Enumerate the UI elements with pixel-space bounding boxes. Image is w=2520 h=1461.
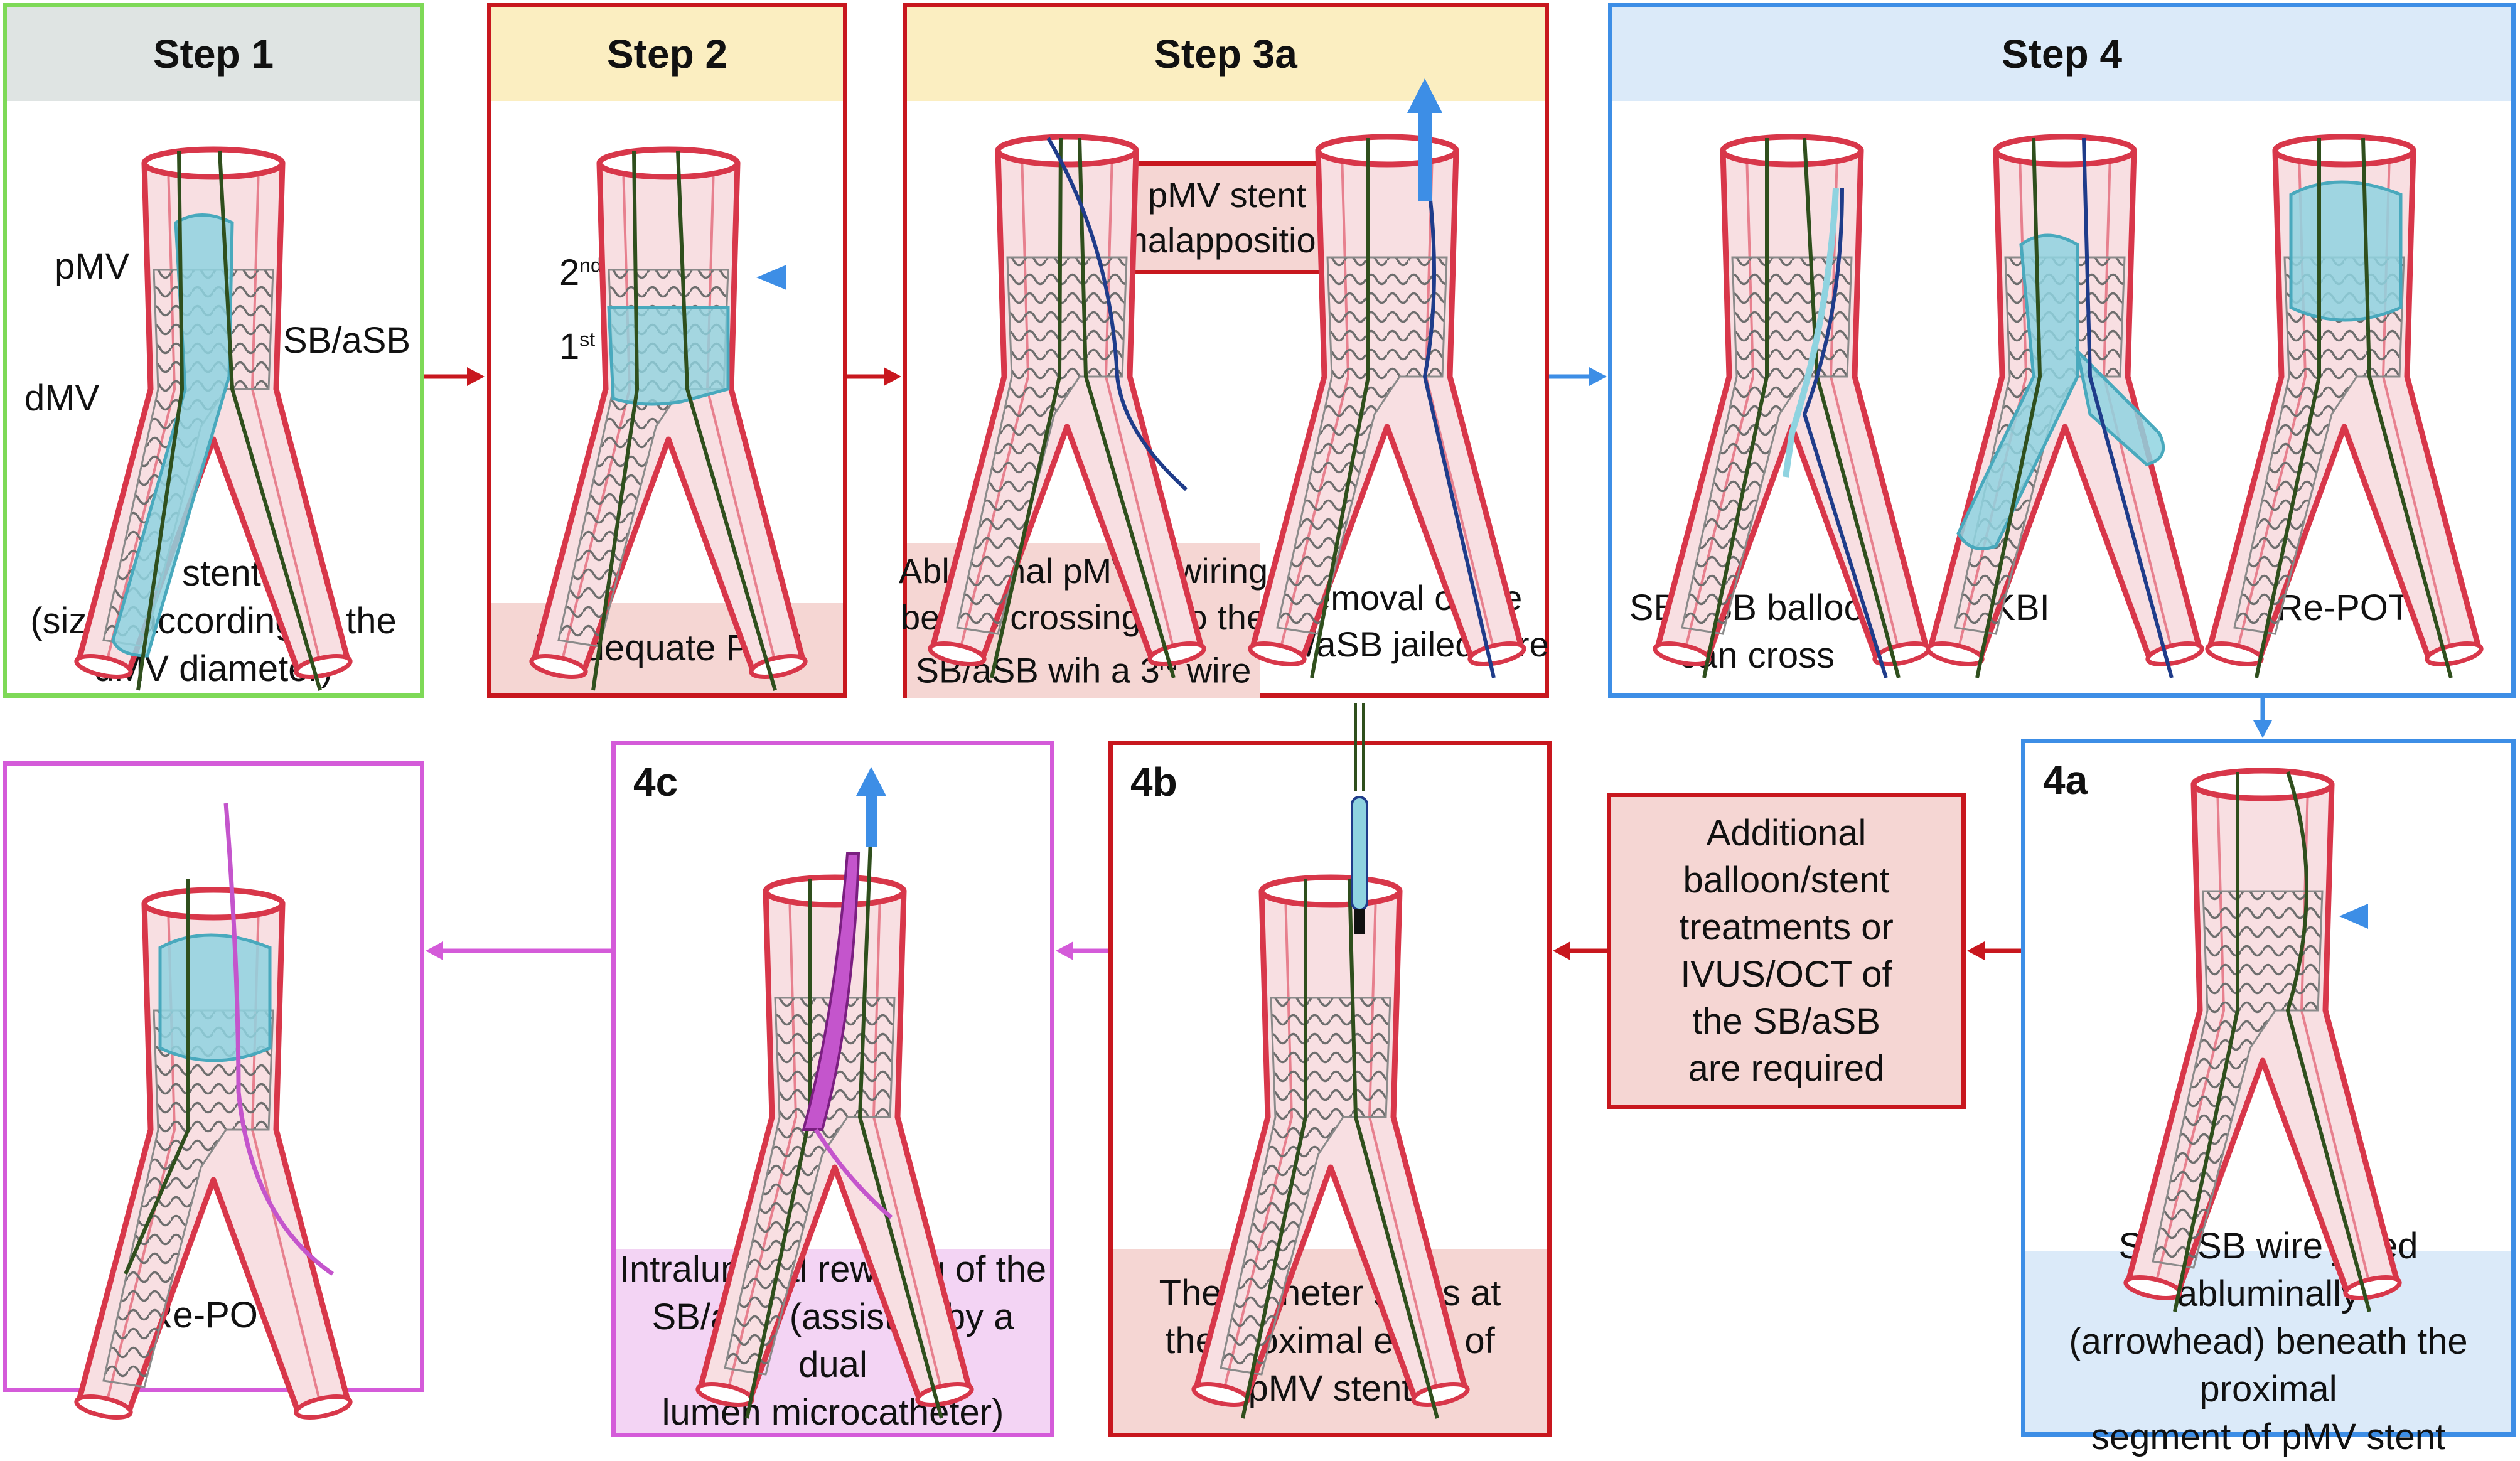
step3a-title: Step 3a	[1154, 31, 1297, 77]
label-2nd-number: 2	[559, 252, 580, 293]
additional-line3: treatments or	[1679, 907, 1894, 948]
label-1st-sup: st	[579, 328, 596, 351]
step1-drawing	[75, 149, 352, 691]
step4b-title: 4b	[1130, 759, 1177, 805]
step4c-caption-line1: Intraluminal rewiring of the	[619, 1248, 1047, 1290]
microcatheter-icon	[1351, 796, 1368, 911]
step4-kbi-drawing	[1926, 137, 2204, 678]
panel-4a: 4a SB/aSB wire jailed abluminally (arrow…	[2021, 739, 2516, 1457]
step4-title: Step 4	[2001, 31, 2123, 77]
panel-step2: Step 2 2nd 1st Inadequate POT	[487, 3, 847, 698]
step4b-caption-line3: pMV stent	[1248, 1367, 1412, 1409]
additional-line4: IVUS/OCT of	[1680, 954, 1892, 995]
additional-line1: Additional	[1706, 813, 1867, 854]
label-dmv: dMV	[24, 378, 100, 419]
label-sb: SB/aSB	[283, 320, 411, 361]
malapposition-line2: malapposition	[1118, 220, 1336, 260]
step3a-right-drawing	[1248, 78, 1526, 678]
step3a-header: Step 3a	[907, 7, 1545, 101]
step2-header: Step 2	[491, 7, 843, 101]
step4a-title: 4a	[2043, 757, 2088, 803]
step2-title: Step 2	[606, 31, 728, 77]
label-1st-number: 1	[559, 326, 580, 367]
step2-drawing	[530, 149, 807, 691]
label-2nd-sup: nd	[579, 254, 602, 277]
step4c-caption-box: Intraluminal rewiring of the SB/aSB (ass…	[616, 1249, 1050, 1433]
final-drawing	[75, 803, 352, 1421]
step4-repot-drawing	[2206, 137, 2483, 678]
step4-header: Step 4	[1612, 7, 2511, 101]
step1-title: Step 1	[153, 31, 274, 77]
step4-caption-c: Re-POT	[2276, 587, 2411, 628]
step1-header: Step 1	[7, 7, 420, 101]
malapposition-label-box: pMV stent malapposition	[1118, 161, 1336, 274]
step4c-title: 4c	[633, 759, 678, 805]
additional-line5: the SB/aSB	[1692, 1001, 1880, 1042]
label-1st: 1st	[559, 326, 595, 368]
removal-arrow-icon	[1407, 78, 1442, 113]
connector-arrows	[424, 367, 2272, 960]
step2-arrowhead-icon	[756, 265, 786, 290]
label-2nd: 2nd	[559, 252, 602, 294]
additional-box: Additional balloon/stent treatments or I…	[1607, 793, 1966, 1109]
step4a-drawing	[2124, 771, 2401, 1312]
malapposition-line1: pMV stent	[1147, 175, 1307, 215]
label-pmv: pMV	[55, 246, 130, 287]
step3a-left-drawing	[928, 137, 1206, 678]
additional-line2: balloon/stent	[1683, 860, 1890, 901]
pullback-arrow-icon	[856, 767, 886, 796]
step4a-caption-line2: (arrowhead) beneath the proximal	[2069, 1321, 2468, 1410]
additional-line6: are required	[1688, 1048, 1885, 1089]
step4a-arrowhead-icon	[2339, 904, 2368, 929]
step4c-drawing	[696, 767, 973, 1419]
step4b-drawing	[1192, 703, 1469, 1419]
step4a-balloon-drawing	[1653, 137, 1931, 678]
